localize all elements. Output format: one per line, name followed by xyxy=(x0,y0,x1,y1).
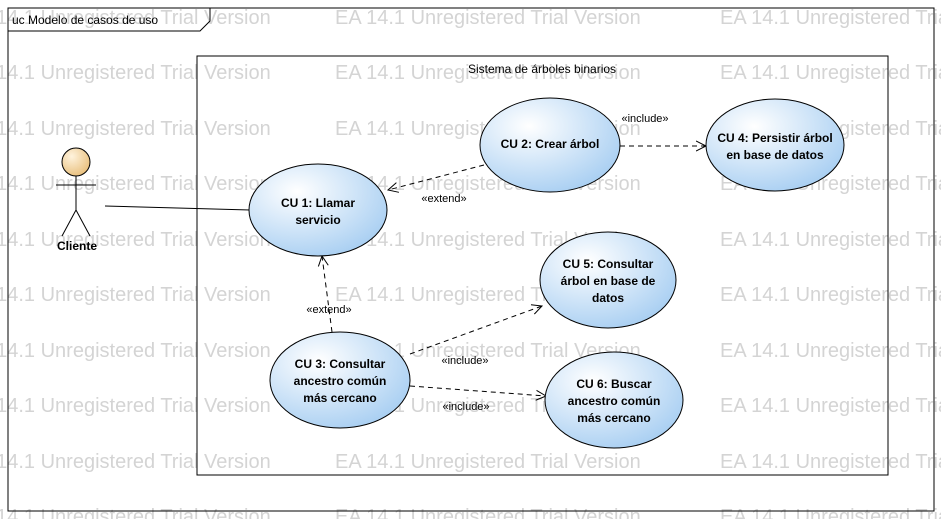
actor-cliente[interactable]: Cliente xyxy=(56,147,97,253)
watermark-text: EA 14.1 Unregistered Trial Version xyxy=(720,395,941,417)
system-boundary: Sistema de árboles binarios xyxy=(196,55,889,476)
actor-head xyxy=(61,147,91,177)
use-case-label: CU 5: Consultar xyxy=(563,257,654,271)
use-case-label: servicio xyxy=(295,213,340,227)
watermark-text: EA 14.1 Unregistered Trial Version xyxy=(720,229,941,251)
actor-label: Cliente xyxy=(57,239,97,253)
watermark-text: EA 14.1 Unregistered Trial Version xyxy=(0,62,271,84)
relationship-label: «extend» xyxy=(306,304,351,316)
frame-label: uc Modelo de casos de uso xyxy=(12,13,158,27)
use-case-cu3[interactable]: CU 3: Consultar ancestro común más cerca… xyxy=(269,331,411,429)
watermark-text: EA 14.1 Unregistered Trial Version xyxy=(720,340,941,362)
use-case-cu6[interactable]: CU 6: Buscar ancestro común más cercano xyxy=(544,351,684,449)
actor-right-leg xyxy=(75,209,91,237)
use-case-label: datos xyxy=(592,291,624,305)
use-case-label: en base de datos xyxy=(726,148,824,162)
use-case-label: ancestro común xyxy=(294,374,387,388)
watermark-text: EA 14.1 Unregistered Trial Version xyxy=(335,7,641,29)
watermark-text: EA 14.1 Unregistered Trial Version xyxy=(720,284,941,306)
relationship-label: «include» xyxy=(442,401,489,413)
relationship-label: «include» xyxy=(441,355,488,367)
watermark-text: EA 14.1 Unregistered Trial Version xyxy=(0,506,271,519)
watermark-text: EA 14.1 Unregistered Trial Version xyxy=(335,451,641,473)
use-case-cu1[interactable]: CU 1: Llamar servicio xyxy=(248,163,388,257)
watermark-text: EA 14.1 Unregistered Trial Version xyxy=(335,340,641,362)
use-case-label: árbol en base de xyxy=(561,274,656,288)
use-case-label: CU 1: Llamar xyxy=(281,196,355,210)
use-case-label: ancestro común xyxy=(568,394,661,408)
association-cliente-cu1 xyxy=(104,205,251,211)
relationship-label: «extend» xyxy=(421,193,466,205)
relationship-cu2-cu1: «extend» xyxy=(388,164,485,205)
watermark-text: EA 14.1 Unregistered Trial Version xyxy=(335,62,641,84)
use-case-cu4[interactable]: CU 4: Persistir árbol en base de datos xyxy=(705,98,845,192)
diagram-frame: uc Modelo de casos de uso xyxy=(7,7,935,512)
relationship-label: «include» xyxy=(621,113,668,125)
relationship-cu3-cu6: «include» xyxy=(409,385,546,413)
use-case-label: CU 4: Persistir árbol xyxy=(717,131,832,145)
watermark-text: EA 14.1 Unregistered Trial Version xyxy=(720,451,941,473)
watermark-text: EA 14.1 Unregistered Trial Version xyxy=(0,340,271,362)
watermark-text: EA 14.1 Unregistered Trial Version xyxy=(0,395,271,417)
use-case-label: más cercano xyxy=(303,391,376,405)
watermark-text: EA 14.1 Unregistered Trial Version xyxy=(720,62,941,84)
use-case-cu5[interactable]: CU 5: Consultar árbol en base de datos xyxy=(539,231,677,329)
use-case-label: CU 3: Consultar xyxy=(295,357,386,371)
relationship-cu3-cu5: «include» xyxy=(409,306,542,367)
watermark-text: EA 14.1 Unregistered Trial Version xyxy=(335,506,641,519)
watermark-text: EA 14.1 Unregistered Trial Version xyxy=(0,173,271,195)
use-case-label: más cercano xyxy=(577,411,650,425)
watermark-text: EA 14.1 Unregistered Trial Version xyxy=(720,7,941,29)
relationship-cu3-cu1: «extend» xyxy=(306,256,352,333)
actor-left-leg xyxy=(61,209,77,237)
watermark-text: EA 14.1 Unregistered Trial Version xyxy=(0,7,271,29)
watermark-layer: EA 14.1 Unregistered Trial Version EA 14… xyxy=(0,7,941,519)
relationship-cu2-cu4: «include» xyxy=(620,113,706,146)
system-boundary-label: Sistema de árboles binarios xyxy=(468,62,616,76)
watermark-text: EA 14.1 Unregistered Trial Version xyxy=(0,451,271,473)
watermark-text: EA 14.1 Unregistered Trial Version xyxy=(0,284,271,306)
watermark-text: EA 14.1 Unregistered Trial Version xyxy=(0,118,271,140)
use-case-cu2[interactable]: CU 2: Crear árbol xyxy=(479,97,621,193)
use-case-label: CU 2: Crear árbol xyxy=(501,137,600,151)
watermark-text: EA 14.1 Unregistered Trial Version xyxy=(0,229,271,251)
watermark-text: EA 14.1 Unregistered Trial Version xyxy=(720,506,941,519)
use-case-label: CU 6: Buscar xyxy=(576,377,652,391)
frame-tab xyxy=(8,8,211,32)
